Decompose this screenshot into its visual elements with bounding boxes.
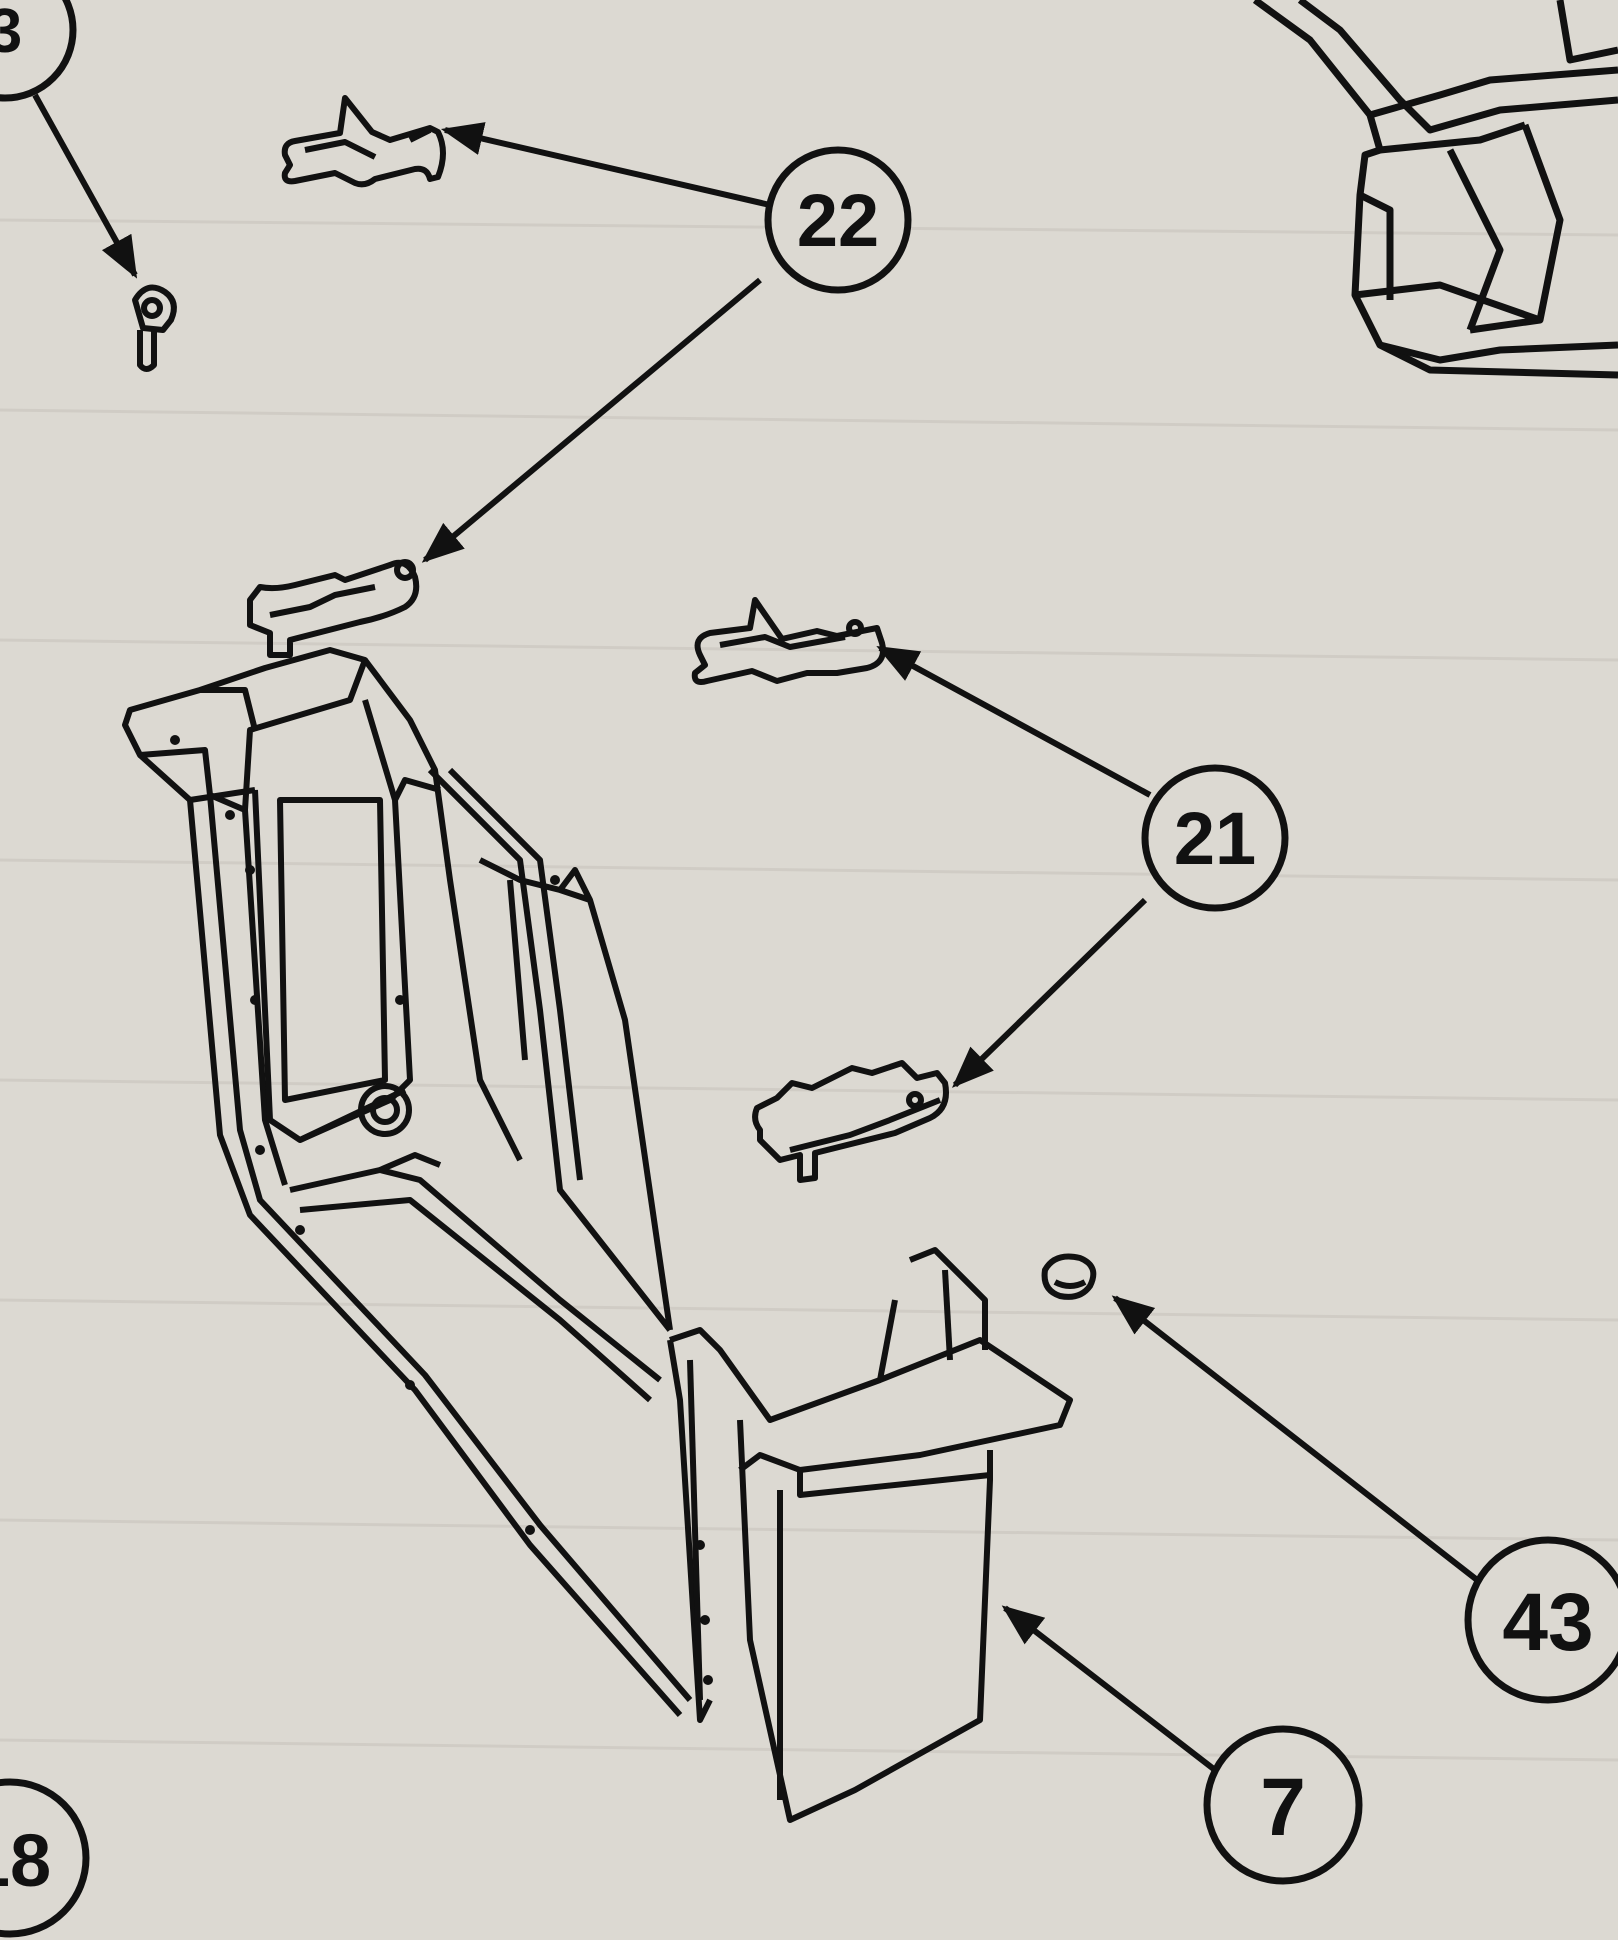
leader-lines bbox=[32, 93, 1492, 1773]
leader-22-upper bbox=[440, 122, 771, 208]
adjacent-assembly-top-right bbox=[1252, 0, 1618, 379]
bracket-22-upper bbox=[281, 95, 446, 188]
bracket-22-lower bbox=[247, 559, 420, 658]
console-part bbox=[122, 647, 1073, 1823]
bracket-21-lower bbox=[752, 1060, 949, 1183]
leader-22-lower bbox=[421, 277, 762, 563]
callout-18: 18 bbox=[0, 1778, 90, 1938]
leader-21-upper bbox=[876, 645, 1152, 798]
callout-7-label: 7 bbox=[1260, 1762, 1306, 1853]
callout-18-label: 18 bbox=[0, 1819, 51, 1902]
callout-21: 21 bbox=[1141, 764, 1289, 912]
callout-43: 43 bbox=[1464, 1536, 1618, 1704]
callout-7: 7 bbox=[1203, 1725, 1363, 1885]
leader-43 bbox=[1111, 1295, 1492, 1593]
callout-22: 22 bbox=[764, 146, 912, 294]
leader-21-lower bbox=[951, 897, 1148, 1088]
callout-3-label: 3 bbox=[0, 0, 22, 66]
callout-22-label: 22 bbox=[797, 179, 879, 262]
callout-3: 3 bbox=[0, 0, 77, 102]
callout-43-label: 43 bbox=[1502, 1577, 1593, 1668]
bolt-part bbox=[132, 284, 177, 372]
callout-21-label: 21 bbox=[1174, 797, 1256, 880]
nut-part bbox=[1041, 1253, 1097, 1300]
leader-7 bbox=[1001, 1605, 1217, 1773]
leader-3 bbox=[32, 93, 138, 279]
